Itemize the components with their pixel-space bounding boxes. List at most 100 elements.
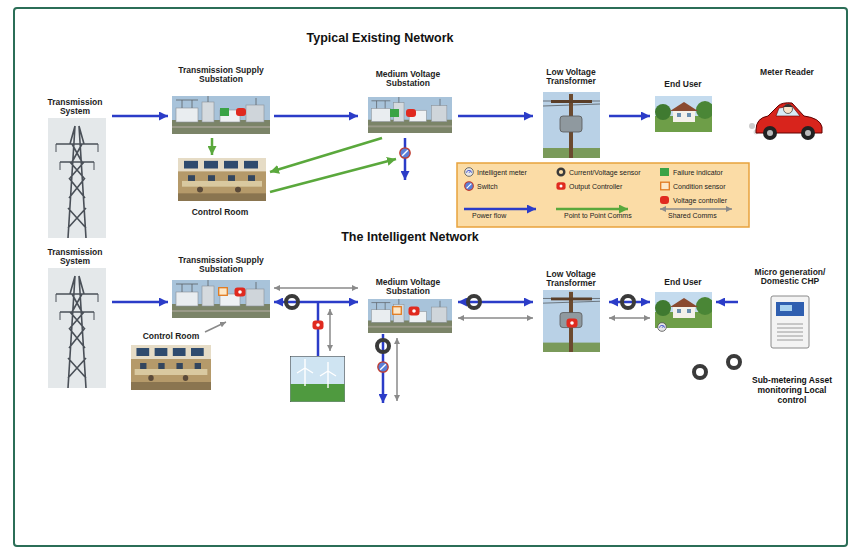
node-label: Micro generation/ Domestic CHP — [738, 268, 842, 287]
station-node: Low Voltage Transformer — [533, 270, 609, 354]
node-label: End User — [664, 278, 701, 287]
node-label: Control Room — [143, 332, 200, 341]
output-controller — [235, 288, 246, 297]
power-flow — [112, 301, 168, 304]
comms-line — [270, 159, 396, 192]
failure-indicator — [220, 108, 229, 116]
current-voltage-sensor — [728, 356, 740, 368]
line-sample — [660, 208, 732, 210]
station-node: Medium Voltage Substation — [358, 278, 458, 334]
station-node: Low Voltage Transformer — [533, 68, 609, 160]
station-node: Control Room — [170, 155, 270, 217]
station-node: Transmission Supply Substation — [168, 256, 274, 322]
station-node: Micro generation/ Domestic CHP — [738, 268, 842, 352]
shared-comms — [609, 317, 650, 319]
node-label: End User — [664, 80, 701, 89]
power-flow — [458, 115, 533, 118]
shared-comms — [458, 317, 533, 319]
station-node: Transmission System — [38, 98, 112, 240]
substation-photo — [368, 97, 452, 133]
point-to-point-comms — [270, 138, 382, 172]
current-voltage-sensor — [694, 366, 706, 378]
legend-swatch — [660, 168, 669, 176]
node-label: Meter Reader — [760, 68, 814, 77]
substation-photo — [368, 299, 452, 333]
power-flow — [609, 115, 650, 118]
legend-label: Switch — [477, 183, 498, 190]
current-voltage-sensor — [468, 296, 480, 308]
legend-sample — [465, 168, 474, 177]
icon-sample — [661, 182, 670, 190]
figure-frame — [14, 8, 847, 546]
legend-swatch — [660, 196, 669, 204]
legend-label: Failure indicator — [673, 169, 723, 176]
condition-sensor — [219, 288, 228, 296]
line-sample — [556, 208, 628, 211]
line-sample — [464, 208, 536, 211]
current-voltage-sensor — [622, 296, 634, 308]
feeder-line — [404, 138, 407, 180]
node-label: Low Voltage Transformer — [533, 270, 609, 289]
station-node: Transmission System — [38, 248, 112, 388]
legend-sample — [661, 182, 670, 190]
node-label: Medium Voltage Substation — [358, 70, 458, 89]
substation-photo — [172, 280, 270, 318]
icon-sample — [556, 182, 565, 190]
car-cartoon — [749, 103, 822, 140]
power-flow — [274, 115, 358, 118]
section-heading: Typical Existing Network — [280, 31, 480, 45]
node-label: Medium Voltage Substation — [358, 278, 458, 297]
node-label: Low Voltage Transformer — [533, 68, 609, 87]
substation-photo — [172, 96, 270, 134]
feature-note: Sub-metering Asset monitoring Local cont… — [752, 376, 832, 405]
legend-sample — [464, 209, 536, 210]
control-room-photo — [178, 158, 266, 201]
output-controller — [409, 307, 420, 316]
icon-sample — [465, 168, 474, 177]
failure-indicator — [390, 109, 399, 117]
pylon-photo — [48, 268, 106, 388]
station-node: End User — [650, 80, 716, 136]
legend-sample — [465, 182, 474, 191]
legend-label: Output Controller — [569, 183, 622, 190]
chp-unit-photo — [771, 296, 809, 348]
wind-farm-photo — [290, 356, 345, 402]
intelligent-meter — [658, 323, 667, 332]
legend-panel — [457, 163, 749, 227]
shared-comms-line — [329, 309, 331, 351]
control-room-photo — [131, 345, 211, 390]
power-flow — [609, 301, 650, 304]
legend-label: Intelligent meter — [477, 169, 527, 176]
current-voltage-sensor — [286, 296, 298, 308]
node-label: Transmission System — [38, 98, 112, 117]
condition-sensor — [393, 307, 402, 315]
legend-label: Power flow — [472, 212, 506, 219]
pole-transformer-photo — [543, 92, 600, 158]
home-photo — [655, 292, 714, 328]
icon-sample — [465, 182, 474, 191]
node-label: Transmission Supply Substation — [168, 66, 274, 85]
output-controller — [567, 319, 578, 328]
point-to-point-comms — [211, 138, 214, 155]
legend-sample — [556, 209, 628, 210]
legend-label: Shared Comms — [668, 212, 717, 219]
node-label: Transmission System — [38, 248, 112, 267]
shared-comms — [274, 287, 358, 289]
node-label: Transmission Supply Substation — [168, 256, 274, 275]
home-photo — [655, 96, 714, 132]
station-node: End User — [650, 278, 716, 332]
section-heading: The Intelligent Network — [310, 230, 510, 244]
switch — [378, 362, 388, 372]
shared-comms-line — [396, 338, 398, 401]
sensor-sample — [558, 169, 565, 176]
station-node: Meter Reader — [745, 68, 829, 148]
switch — [400, 148, 410, 158]
voltage-controller — [406, 109, 416, 117]
legend-sample — [558, 169, 565, 176]
output-controller — [313, 321, 324, 330]
shared-comms — [205, 322, 226, 332]
legend-label: Voltage controller — [673, 197, 727, 204]
station-node: Control Room — [128, 332, 214, 394]
power-flow — [716, 301, 738, 304]
